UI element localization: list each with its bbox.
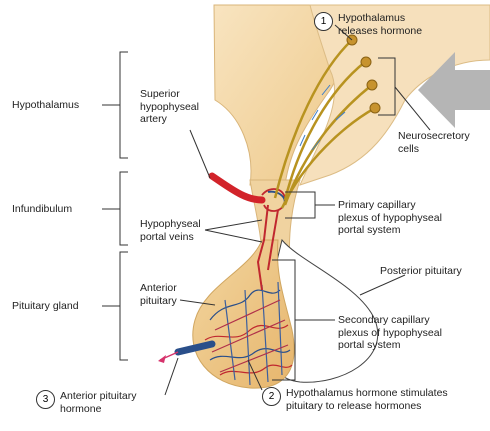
label-secondary-capillary-plexus: Secondary capillary plexus of hypophysea… bbox=[338, 314, 442, 352]
left-brackets bbox=[102, 52, 128, 360]
label-pituitary-gland: Pituitary gland bbox=[12, 300, 79, 313]
label-superior-hypophyseal-artery: Superior hypophyseal artery bbox=[140, 88, 199, 126]
step-3-text: Anterior pituitary hormone bbox=[60, 390, 136, 415]
label-portal-veins: Hypophyseal portal veins bbox=[140, 218, 201, 243]
label-anterior-pituitary: Anterior pituitary bbox=[140, 282, 177, 307]
label-posterior-pituitary: Posterior pituitary bbox=[380, 265, 462, 278]
label-neurosecretory-cells: Neurosecretory cells bbox=[398, 130, 470, 155]
label-primary-capillary-plexus: Primary capillary plexus of hypophyseal … bbox=[338, 199, 442, 237]
step-2-text: Hypothalamus hormone stimulates pituitar… bbox=[286, 387, 448, 412]
label-infundibulum: Infundibulum bbox=[12, 203, 72, 216]
label-hypothalamus: Hypothalamus bbox=[12, 99, 79, 112]
step-3-badge: 3 bbox=[36, 390, 55, 409]
step-2-badge: 2 bbox=[262, 387, 281, 406]
step-1-text: Hypothalamus releases hormone bbox=[338, 12, 422, 37]
step-1-badge: 1 bbox=[314, 12, 333, 31]
